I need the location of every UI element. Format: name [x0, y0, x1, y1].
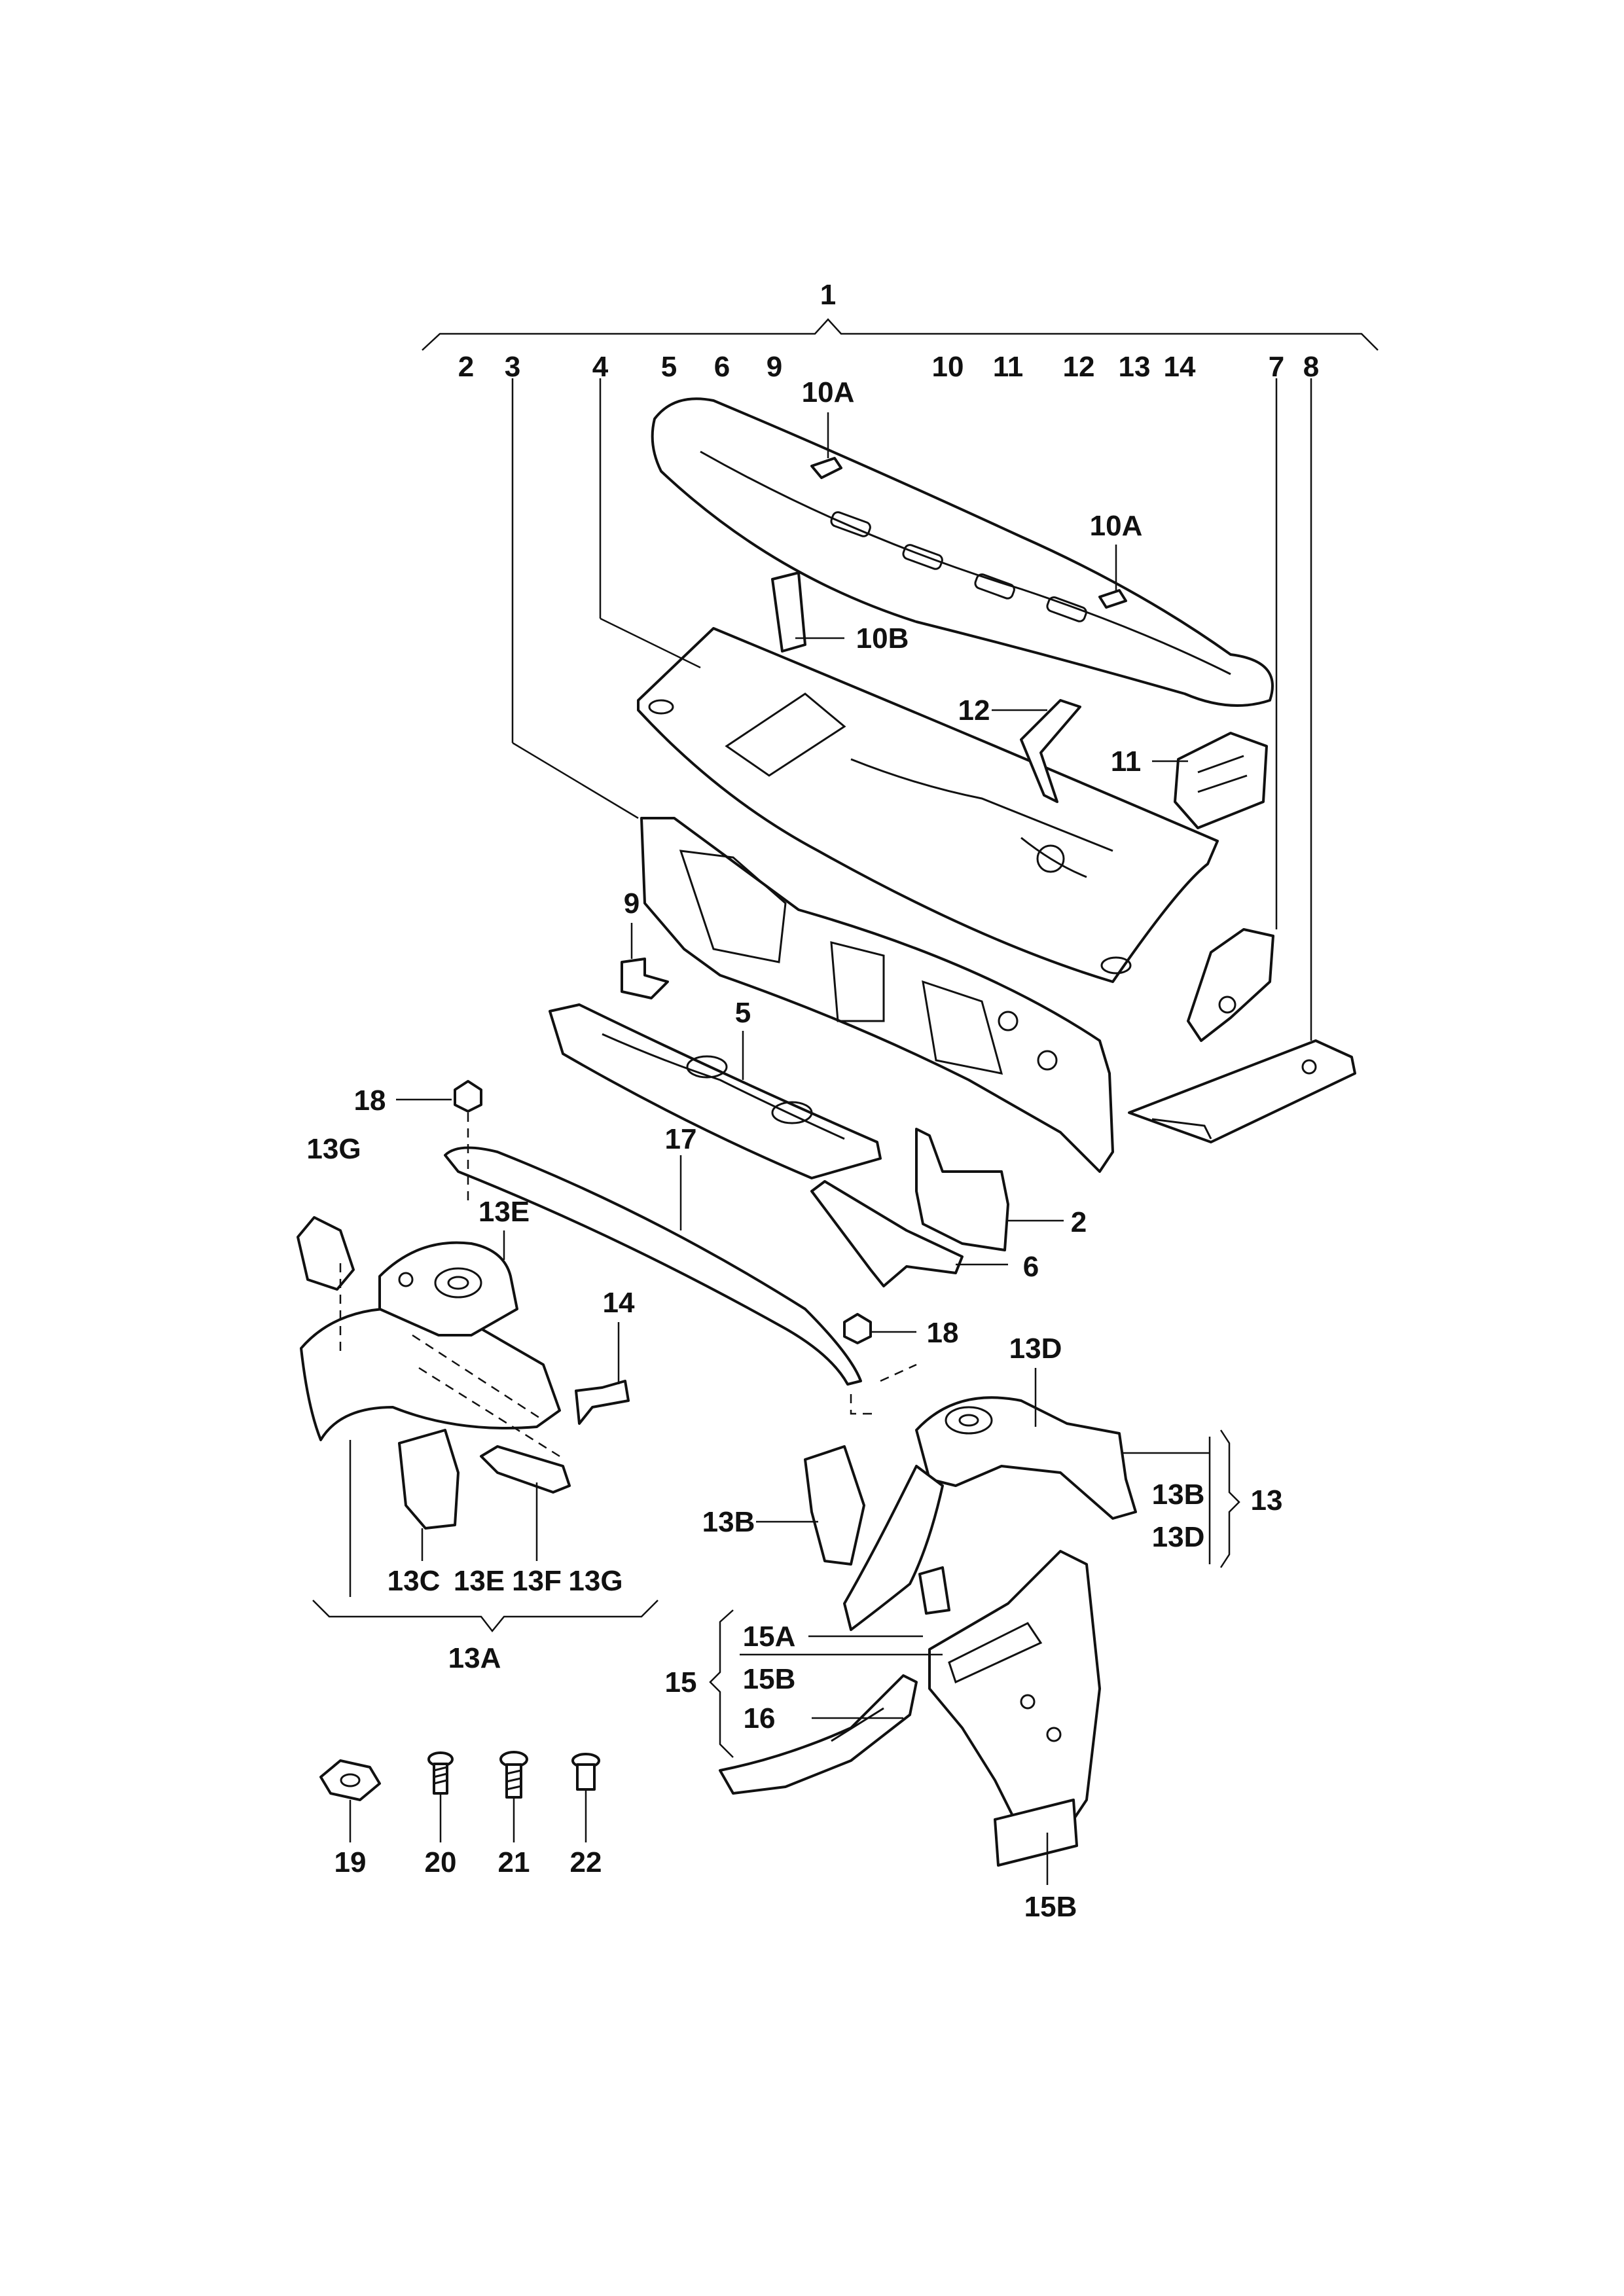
callout-13d-right: 13D [1152, 1521, 1205, 1553]
part-15-inner-panel [928, 1550, 1101, 1840]
callout-14: 14 [603, 1287, 635, 1319]
callout-17: 17 [665, 1123, 697, 1155]
callout-15a: 15A [743, 1621, 796, 1653]
callout-2: 2 [1071, 1206, 1087, 1238]
callout-10a-right: 10A [1090, 510, 1143, 542]
callout-13e: 13E [478, 1196, 530, 1228]
callout-labels: 1 2 3 4 5 6 9 10 11 12 13 14 7 8 10A 10A… [306, 279, 1319, 1923]
callout-13: 13 [1251, 1484, 1283, 1516]
callout-9: 9 [624, 888, 640, 920]
part-14-bracket [575, 1322, 630, 1425]
dash-13-b [880, 1363, 917, 1382]
dash-13a-b [418, 1367, 560, 1458]
callout-12: 12 [958, 694, 990, 726]
part-11-block [1152, 732, 1268, 829]
part-20-bolt [427, 1751, 454, 1842]
callout-18-top: 18 [354, 1085, 386, 1117]
part-10a-clip-right [1098, 545, 1127, 609]
brace-15 [709, 1609, 734, 1758]
callout-8-top: 8 [1303, 351, 1319, 383]
part-10a-clip-left [810, 412, 842, 479]
dash-13-a [850, 1394, 877, 1415]
part-9-bracket [621, 923, 669, 999]
callout-15b-bottom: 15B [1024, 1891, 1077, 1923]
part-8-sill [1128, 1039, 1356, 1143]
callout-6-top: 6 [714, 351, 730, 383]
top-group-brace [422, 318, 1379, 351]
callout-12-top: 12 [1063, 351, 1095, 383]
callout-1: 1 [820, 279, 836, 311]
leader-3b [512, 742, 639, 819]
part-13-rail [843, 1465, 944, 1631]
callout-13d: 13D [1009, 1333, 1062, 1365]
part-13g-bracket [297, 1216, 355, 1355]
callout-10-top: 10 [932, 351, 964, 383]
callout-13e-bottom: 13E [454, 1565, 505, 1597]
callout-18-right: 18 [927, 1317, 959, 1349]
part-13a-strut-tower [300, 1241, 561, 1441]
callout-13-top: 13 [1119, 351, 1151, 383]
part-10-upper-cowl [651, 397, 1274, 707]
callout-19: 19 [334, 1846, 367, 1878]
part-18-nut-top [396, 1080, 482, 1204]
callout-7-top: 7 [1269, 351, 1284, 383]
callout-13g-bottom: 13G [568, 1565, 623, 1597]
callout-13g: 13G [306, 1133, 361, 1165]
callout-10a-left: 10A [802, 376, 855, 408]
callout-20: 20 [425, 1846, 457, 1878]
callout-11: 11 [1111, 745, 1142, 778]
part-10b-bracket [771, 571, 844, 653]
part-7-bracket [1187, 928, 1274, 1042]
brace-13 [1208, 1429, 1240, 1568]
callout-13b: 13B [702, 1506, 755, 1538]
callout-11-top: 11 [993, 351, 1024, 383]
part-4-cowl-panel [637, 627, 1219, 983]
brace-13a [312, 1600, 659, 1633]
callout-4-top: 4 [592, 351, 609, 383]
part-5-crossmember [549, 1003, 882, 1179]
callout-2-top: 2 [458, 351, 474, 383]
dash-13a-a [412, 1334, 544, 1422]
part-6-bracket [810, 1180, 1008, 1287]
part-16-rail [719, 1674, 918, 1795]
callout-13c: 13C [388, 1565, 441, 1597]
callout-10b: 10B [856, 622, 909, 655]
part-13f-bracket [480, 1445, 571, 1561]
callout-15: 15 [665, 1666, 697, 1698]
part-3-bulkhead [640, 817, 1114, 1173]
callout-3-top: 3 [505, 351, 520, 383]
part-13b-plate [756, 1445, 865, 1566]
part-19-nut [319, 1759, 381, 1842]
part-12-bracket [992, 699, 1081, 803]
callout-15b: 15B [743, 1663, 796, 1695]
leader-4b [600, 617, 701, 669]
callout-22: 22 [570, 1846, 602, 1878]
part-15b-sill [994, 1799, 1078, 1885]
part-17-brace [444, 1146, 862, 1386]
callout-13a: 13A [448, 1642, 501, 1674]
callout-14-top: 14 [1164, 351, 1196, 383]
callout-13f: 13F [512, 1565, 562, 1597]
callout-21: 21 [498, 1846, 530, 1878]
callout-5-top: 5 [661, 351, 677, 383]
part-21-bolt [499, 1751, 528, 1842]
part-2-panel [915, 1128, 1064, 1251]
part-13d-strut-tower [915, 1396, 1137, 1520]
part-13c-bracket [398, 1429, 460, 1561]
callout-13b-right: 13B [1152, 1479, 1205, 1511]
part-22-rivet [571, 1753, 600, 1842]
callout-5: 5 [735, 997, 751, 1029]
callout-6: 6 [1023, 1251, 1039, 1283]
callout-9-top: 9 [767, 351, 782, 383]
part-18-nut-right [843, 1313, 916, 1344]
callout-16: 16 [744, 1702, 776, 1734]
part-15a-bracket [918, 1566, 950, 1615]
